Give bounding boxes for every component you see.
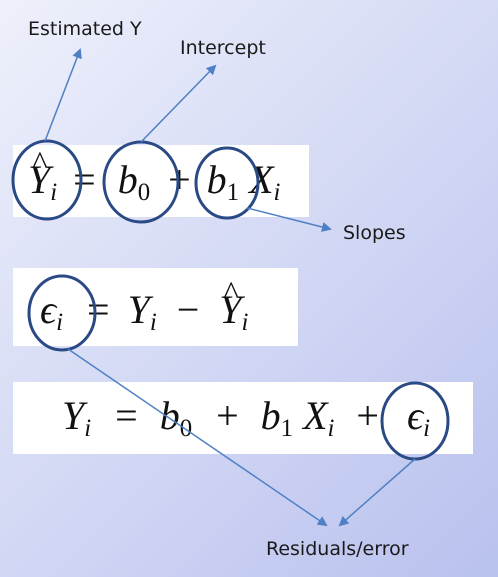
arrow-epsilon2-to-residuals xyxy=(338,458,416,527)
circle-y-hat xyxy=(11,139,83,221)
b1-term: b1 xyxy=(206,157,240,206)
circle-b0 xyxy=(102,140,180,224)
x-term: Xi xyxy=(303,393,335,442)
y-hat-term: Yi xyxy=(28,157,57,205)
plus-sign: + xyxy=(216,393,239,438)
residuals-error-label: Residuals/error xyxy=(266,538,409,560)
equation-3: Yi = b0 + b1 Xi + ϵi xyxy=(62,396,430,442)
equation-3-box xyxy=(13,382,473,454)
y-term: Yi xyxy=(127,287,157,336)
estimated-y-label: Estimated Y xyxy=(28,18,142,40)
epsilon-term: ϵi xyxy=(40,287,64,336)
arrow-to-slopes xyxy=(246,207,332,232)
circle-epsilon-eq3 xyxy=(380,381,450,461)
minus-sign: − xyxy=(176,287,200,332)
b0-term: b0 xyxy=(117,157,151,206)
arrow-to-estimated-y xyxy=(44,48,82,142)
slopes-label: Slopes xyxy=(343,222,406,244)
b1-term: b1 xyxy=(260,393,294,442)
arrow-epsilon-to-residuals xyxy=(67,348,328,527)
y-term: Yi xyxy=(62,393,92,442)
b0-term: b0 xyxy=(159,393,193,442)
circle-b1 xyxy=(194,146,260,220)
equation-1-box xyxy=(13,145,309,217)
epsilon-term: ϵi xyxy=(406,393,430,442)
circle-epsilon-eq2 xyxy=(27,274,97,352)
plus-sign: + xyxy=(356,393,379,438)
arrow-to-intercept xyxy=(140,64,217,143)
intercept-label: Intercept xyxy=(180,37,266,59)
equals-sign: = xyxy=(115,393,138,438)
equation-2-box xyxy=(13,268,298,346)
y-hat-term: Yi xyxy=(219,287,248,335)
